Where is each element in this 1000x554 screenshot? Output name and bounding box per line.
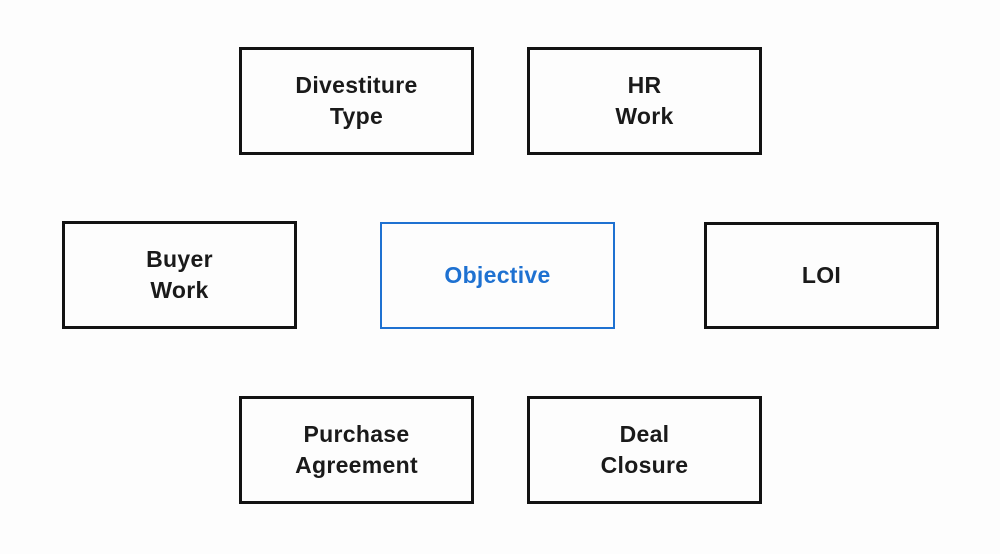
node-hr-work: HR Work <box>527 47 762 155</box>
node-label: Agreement <box>295 452 418 478</box>
node-divestiture-type: Divestiture Type <box>239 47 474 155</box>
node-label: Objective <box>444 262 551 288</box>
node-label: Work <box>150 277 209 303</box>
node-label: LOI <box>801 262 842 288</box>
node-label: Buyer <box>146 246 213 272</box>
node-objective: Objective <box>380 222 615 329</box>
node-label: Deal <box>619 421 670 447</box>
node-purchase-agreement: Purchase Agreement <box>239 396 474 504</box>
node-label: HR <box>627 72 662 98</box>
node-buyer-work: Buyer Work <box>62 221 297 329</box>
node-label: Type <box>329 103 384 129</box>
node-label: Closure <box>600 452 689 478</box>
node-label: Divestiture <box>295 72 418 98</box>
node-label: Purchase <box>303 421 410 447</box>
node-loi: LOI <box>704 222 939 329</box>
node-label: Work <box>615 103 674 129</box>
node-deal-closure: Deal Closure <box>527 396 762 504</box>
